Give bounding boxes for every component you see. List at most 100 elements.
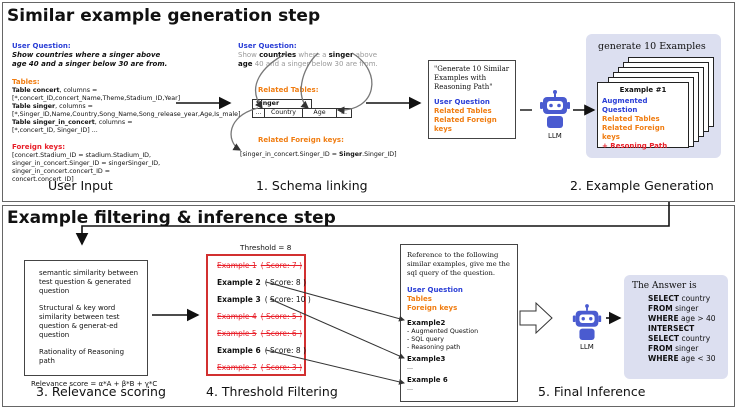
table-col-age: Age xyxy=(303,109,337,117)
relevance-criterion-a: semantic similarity between test questio… xyxy=(39,269,139,295)
example-name: Example 5 xyxy=(217,329,257,338)
table-col: ... xyxy=(253,109,265,117)
example-card-title: Example #1 xyxy=(619,86,667,94)
bottom-section-title: Example filtering & inference step xyxy=(7,208,336,228)
example-score: ( Score: 8 ) xyxy=(264,346,307,355)
example-name: Example 6 xyxy=(217,346,261,355)
table-col-country: Country xyxy=(265,109,303,117)
inf-example2-line: - Augmented Question xyxy=(407,328,479,335)
bottom-section-frame xyxy=(2,205,735,407)
schema-question-label: User Question: xyxy=(238,42,297,50)
threshold-row-3: Example 3( Score: 10 ) xyxy=(217,295,311,304)
example-score: ( Score: 7 ) xyxy=(260,261,303,270)
sql-line: WHERE age < 30 xyxy=(648,354,716,363)
gen-item-related-tables: Related Tables xyxy=(434,107,492,115)
table-line-singer: Table singer, columns = [*,Singer_ID,Nam… xyxy=(12,103,241,119)
threshold-row-4: Example 4( Score: 5 ) xyxy=(217,312,302,321)
inf-item-foreign-keys: Foreign keys xyxy=(407,304,458,312)
example-name: Example 4 xyxy=(217,312,257,321)
threshold-row-5: Example 5( Score: 6 ) xyxy=(217,329,302,338)
hollow-arrow xyxy=(519,301,553,335)
sql-line: SELECT country xyxy=(648,294,711,303)
threshold-row-6: Example 6( Score: 8 ) xyxy=(217,346,306,355)
example-name: Example 7 xyxy=(217,363,257,372)
inf-ellipsis: ... xyxy=(407,364,414,371)
relevance-box: semantic similarity between test questio… xyxy=(24,260,157,388)
inf-example3-title: Example3 xyxy=(407,355,446,363)
user-question-text: Show countries where a singer above age … xyxy=(12,51,168,68)
table-name: Table singer_in_concert xyxy=(12,119,95,126)
answer-title: The Answer is xyxy=(632,281,697,291)
flow-arrow xyxy=(75,202,670,246)
table-line-concert: Table concert, columns = [*,concert_ID,c… xyxy=(12,87,180,103)
link-curve xyxy=(255,52,288,110)
caption-schema-linking: 1. Schema linking xyxy=(256,178,368,193)
card-item-reasoning-path: + Resoning Path xyxy=(602,142,668,150)
card-item-related-fk: Related Foreign keys xyxy=(602,124,665,141)
related-tables-label: Related Tables: xyxy=(258,86,319,94)
fk-line: [concert.Stadium_ID = stadium.Stadium_ID… xyxy=(12,152,152,159)
table-cols: , columns = [*,concert_ID,concert_Name,T… xyxy=(12,87,181,102)
table-name: Table singer xyxy=(12,103,56,110)
inf-item-tables: Tables xyxy=(407,295,432,303)
link-line xyxy=(269,298,405,359)
inf-example6-title: Example 6 xyxy=(407,376,448,384)
generation-prompt-box: "Generate 10 Similar Examples with Reaso… xyxy=(428,60,516,139)
gen-item-related-fk: Related Foreign keys xyxy=(434,116,497,133)
tables-label: Tables: xyxy=(12,78,40,86)
top-section-frame xyxy=(2,2,735,202)
link-line xyxy=(265,281,405,322)
sql-line: SELECT country xyxy=(648,334,711,343)
llm-label: LLM xyxy=(548,132,562,140)
tables-more: ... xyxy=(91,127,98,134)
sql-line: FROM singer xyxy=(648,304,699,313)
llm-robot-icon xyxy=(537,90,573,130)
card-item-related-tables: Related Tables xyxy=(602,115,660,123)
inference-prompt-box: Reference to the following similar examp… xyxy=(400,244,518,402)
link-curve xyxy=(336,52,373,115)
top-section-title: Similar example generation step xyxy=(7,6,321,26)
example-score: ( Score: 5 ) xyxy=(260,312,303,321)
related-fk-label: Related Foreign keys: xyxy=(258,136,344,144)
user-input-block: User Question: Show countries where a si… xyxy=(12,42,241,184)
generation-prompt: "Generate 10 Similar Examples with Reaso… xyxy=(434,65,510,91)
sql-line: INTERSECT xyxy=(648,324,695,333)
link-curve xyxy=(300,52,319,109)
relevance-criterion-b: Structural & key word similarity between… xyxy=(39,304,120,339)
inf-item-user-question: User Question xyxy=(407,286,463,294)
user-question-label: User Question: xyxy=(12,42,71,50)
related-fk-text: [singer_in_concert.Singer_ID = Singer.Si… xyxy=(240,151,397,158)
answer-panel: The Answer is SELECT country FROM singer… xyxy=(624,275,728,379)
caption-user-input: User Input xyxy=(48,178,113,193)
sql-line: WHERE age > 40 xyxy=(648,314,716,323)
fk-line: singer_in_concert.concert_ID = concert.c… xyxy=(12,168,111,183)
relevance-formula: Relevance score = α*A + β*B + γ*C xyxy=(31,380,158,388)
example-name: Example 2 xyxy=(217,278,261,287)
link-line xyxy=(265,349,405,385)
caption-final-inference: 5. Final Inference xyxy=(538,384,646,399)
threshold-row-1: Example 1( Score: 7 ) xyxy=(217,261,302,270)
gen-item-user-question: User Question xyxy=(434,98,490,106)
threshold-label: Threshold = 8 xyxy=(240,243,292,252)
example-name: Example 3 xyxy=(217,295,261,304)
example-score: ( Score: 10 ) xyxy=(264,295,311,304)
caption-example-generation: 2. Example Generation xyxy=(570,178,714,193)
table-name: Table concert xyxy=(12,87,60,94)
schema-question-text: Show countries where a singer above age … xyxy=(238,51,378,68)
example-score: ( Score: 6 ) xyxy=(260,329,303,338)
inf-example2-line: - SQL query xyxy=(407,336,444,343)
llm-robot-icon xyxy=(570,304,604,342)
caption-threshold-filtering: 4. Threshold Filtering xyxy=(206,384,338,399)
example-score: ( Score: 3 ) xyxy=(260,363,303,372)
threshold-row-7: Example 7( Score: 3 ) xyxy=(217,363,302,372)
example-card-1: Example #1 Augmented Question Related Ta… xyxy=(597,82,689,150)
link-curve xyxy=(230,107,259,151)
relevance-criterion-c: Rationality of Reasoning path xyxy=(39,348,125,365)
schema-linking-block: User Question: Show countries where a si… xyxy=(238,42,388,69)
inf-example2-line: - Reasoning path xyxy=(407,344,461,351)
threshold-box xyxy=(206,254,306,376)
singer-table-name: Singer xyxy=(252,99,312,108)
table-cols: , columns = [*,Singer_ID,Name,Country,So… xyxy=(12,103,241,118)
example-name: Example 1 xyxy=(217,261,257,270)
